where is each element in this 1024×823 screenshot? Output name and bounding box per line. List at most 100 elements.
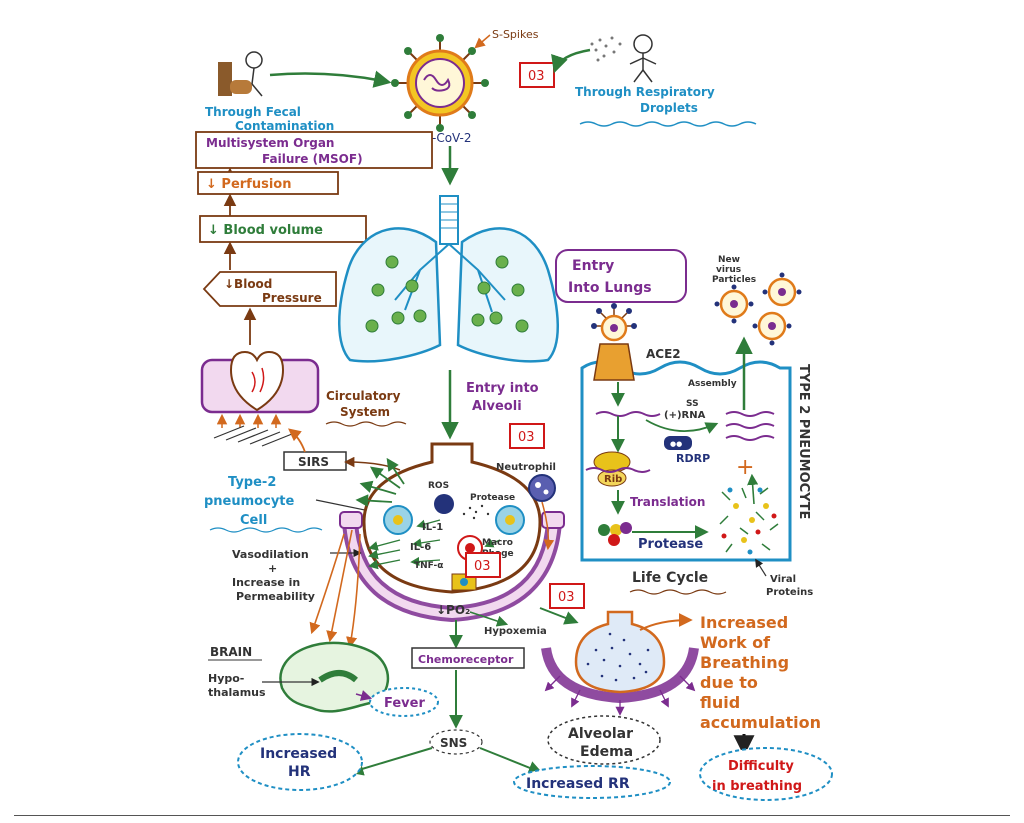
fever-badge: Fever xyxy=(369,687,439,717)
translation-label: Translation xyxy=(630,495,705,509)
rib-label: Rib xyxy=(604,474,622,485)
type2-cell-left xyxy=(383,505,413,535)
type2-label-2: pneumocyte xyxy=(204,494,295,509)
edema-alveolus xyxy=(541,610,699,716)
type2-label-3: Cell xyxy=(240,513,267,528)
alveolus-badge-3 xyxy=(549,583,585,609)
difficulty-breathing-badge: Difficulty in breathing xyxy=(699,747,833,801)
circulatory-label-1: Circulatory xyxy=(326,389,401,403)
sirs-label: SIRS xyxy=(298,455,329,469)
perfusion-box: ↓ Perfusion xyxy=(197,171,339,195)
plus-sign: + xyxy=(736,455,754,480)
new-virus-particles xyxy=(714,272,802,346)
edema-label-1: Alveolar xyxy=(568,726,633,742)
hr-label-1: Increased xyxy=(260,746,337,762)
protease-alveolus-label: Protease xyxy=(470,493,515,503)
blood-pressure-label-2: Pressure xyxy=(262,291,322,305)
type2-cell-right xyxy=(495,505,525,535)
po2-label: ↓PO₂ xyxy=(436,603,470,617)
brain-label: BRAIN xyxy=(210,645,252,659)
blood-volume-box: ↓ Blood volume xyxy=(199,215,367,243)
wob-label-2: Work of xyxy=(700,633,771,652)
toilet-person-icon xyxy=(218,51,263,97)
il6-label: IL-6 xyxy=(410,542,431,553)
ss-label: SS xyxy=(686,399,699,409)
hypothalamus-label-2: thalamus xyxy=(208,686,266,699)
cell-vertical-label: TYPE 2 PNEUMOCYTE xyxy=(796,364,811,519)
vaso-label-1: Vasodilation xyxy=(232,548,309,561)
alveolus-badge-3-text: 03 xyxy=(558,590,575,605)
alveolar-edema-badge: Alveolar Edema xyxy=(547,715,661,765)
new-virus-label-2: virus xyxy=(716,265,741,275)
fever-label: Fever xyxy=(384,696,425,711)
sns-badge: SNS xyxy=(429,729,483,755)
fluid-arrows-to-brain xyxy=(309,529,361,649)
virus-badge-text: 03 xyxy=(528,69,545,84)
droplets-label-1: Through Respiratory xyxy=(575,85,715,99)
blood-pressure-box: ↓Blood Pressure xyxy=(202,271,337,307)
virus xyxy=(391,34,489,132)
viral-proteins-label-1: Viral xyxy=(770,574,796,585)
chemoreceptor-box: Chemoreceptor xyxy=(411,647,525,669)
alveolus-badge-2 xyxy=(465,552,501,578)
vaso-label-4: Permeability xyxy=(236,590,315,603)
heart-icon xyxy=(200,350,320,414)
wob-label-6: accumulation xyxy=(700,713,821,732)
tnf-label: TNF-α xyxy=(414,561,443,571)
hr-label-2: HR xyxy=(288,764,311,780)
virus-badge xyxy=(519,62,555,88)
new-virus-label-1: New xyxy=(718,255,740,265)
increased-hr-badge: Increased HR xyxy=(237,733,363,791)
blood-pressure-label-1: ↓Blood xyxy=(224,277,272,291)
hypothalamus-label-1: Hypo- xyxy=(208,672,244,685)
spikes-label: S-Spikes xyxy=(492,28,539,41)
perfusion-label: ↓ Perfusion xyxy=(206,177,291,192)
il1-label: IL-1 xyxy=(422,522,443,533)
droplets-spray-icon xyxy=(590,36,622,62)
entry-alveoli-label-2: Alveoli xyxy=(472,399,522,414)
macrophage-label-1: Macro xyxy=(482,538,513,548)
fecal-label-1: Through Fecal xyxy=(205,105,301,119)
inflammation-arrows xyxy=(355,457,405,507)
difficulty-label-1: Difficulty xyxy=(728,759,794,774)
alveolus-badge-2-text: 03 xyxy=(474,559,491,574)
viral-proteins-cluster xyxy=(719,487,779,553)
alveolus-badge-1 xyxy=(509,423,545,449)
blood-volume-label: ↓ Blood volume xyxy=(208,223,323,238)
vaso-label-2: + xyxy=(268,562,277,575)
rr-label: Increased RR xyxy=(526,776,630,792)
entry-into-lungs-box: Entry Into Lungs xyxy=(555,249,687,303)
assembly-label: Assembly xyxy=(688,379,737,389)
chemoreceptor-label: Chemoreceptor xyxy=(418,653,514,666)
wob-label-1: Increased xyxy=(700,613,788,632)
hypoxemia-label: Hypoxemia xyxy=(484,626,547,637)
fecal-label-2: Contamination xyxy=(235,119,334,133)
viral-proteins-label-2: Proteins xyxy=(766,587,813,598)
work-of-breathing-text: Increased Work of Breathing due to fluid… xyxy=(700,613,821,732)
circulatory-label-2: System xyxy=(340,405,390,419)
ace2-label: ACE2 xyxy=(646,347,681,361)
droplets-label-2: Droplets xyxy=(640,101,698,115)
protein-beads xyxy=(598,522,632,546)
vaso-label-3: Increase in xyxy=(232,576,300,589)
msof-box: Multisystem Organ Failure (MSOF) xyxy=(195,131,433,169)
neutrophil-label: Neutrophil xyxy=(496,462,556,473)
difficulty-label-2: in breathing xyxy=(712,779,802,794)
alveolus-badge-1-text: 03 xyxy=(518,430,535,445)
msof-label-1: Multisystem Organ xyxy=(206,136,334,150)
vaso-arrows xyxy=(368,539,401,570)
sirs-box: SIRS xyxy=(283,451,347,471)
neutrophil-icon xyxy=(528,474,556,502)
type2-label-1: Type-2 xyxy=(228,475,276,490)
leak-arrows xyxy=(216,413,282,428)
entry-alveoli-label-1: Entry into xyxy=(466,381,539,396)
life-cycle-label: Life Cycle xyxy=(632,570,708,586)
edema-label-2: Edema xyxy=(580,744,633,760)
ros-label: ROS xyxy=(428,481,449,491)
protease-lifecycle-label: Protease xyxy=(638,537,703,552)
sneezing-person-icon xyxy=(629,34,657,83)
ace2-virus xyxy=(591,303,637,381)
msof-label-2: Failure (MSOF) xyxy=(262,152,363,166)
rna-label: (+)RNA xyxy=(664,410,706,421)
wob-label-5: fluid xyxy=(700,693,740,712)
